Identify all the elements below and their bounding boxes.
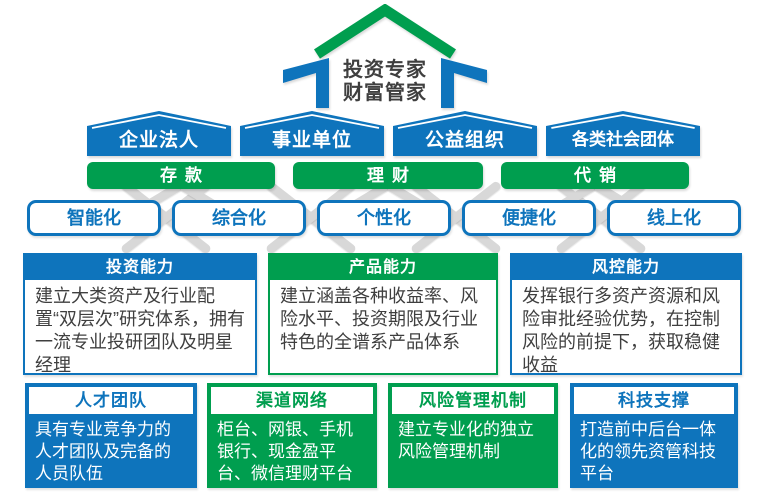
pillar-card: 渠道网络 柜台、网银、手机银行、现金盈平台、微信理财平台 [207,383,377,488]
service-bar: 存款 [87,162,275,189]
pillar-card: 风险管理机制 建立专业化的独立风险管理机制 [388,383,558,488]
pillar-header: 渠道网络 [211,387,373,414]
capability-header: 产品能力 [270,255,496,280]
capability-header: 投资能力 [25,255,255,280]
bracket-right-icon [441,58,487,108]
pillar-description: 柜台、网银、手机银行、现金盈平台、微信理财平台 [217,420,353,483]
pillar-header: 风险管理机制 [392,387,554,414]
feature-box: 线上化 [607,200,741,236]
capability-card: 产品能力 建立涵盖各种收益率、风险水平、投资期限及行业特色的全谱系产品体系 [268,253,498,375]
green-roof-icon [314,4,456,59]
pillar-card: 科技支撑 打造前中后台一体化的领先资管科技平台 [570,383,738,488]
customer-banner-label: 企业法人 [118,130,199,151]
apex-title-line1: 投资专家 [343,59,427,81]
customer-banner: 公益组织 [393,110,537,156]
capability-description: 建立涵盖各种收益率、风险水平、投资期限及行业特色的全谱系产品体系 [280,286,478,352]
house-pennant-icon [546,111,700,156]
customer-banner: 企业法人 [87,110,231,156]
feature-box: 智能化 [27,200,161,236]
house-pennant-icon [240,111,384,156]
bracket-left-icon [283,58,329,108]
pillar-card: 人才团队 具有专业竞争力的人才团队及完备的人员队伍 [25,383,197,488]
apex-title-line2: 财富管家 [343,82,427,104]
capability-header: 风控能力 [512,255,740,280]
capability-card: 投资能力 建立大类资产及行业配置“双层次”研究体系，拥有一流专业投研团队及明星经… [23,253,257,375]
capability-description: 建立大类资产及行业配置“双层次”研究体系，拥有一流专业投研团队及明星经理 [35,286,245,375]
customer-banner: 事业单位 [240,110,384,156]
apex-title: 投资专家 财富管家 [320,59,450,105]
house-pennant-icon [87,111,231,156]
customer-banner-label: 事业单位 [271,130,352,151]
customer-banner: 各类社会团体 [546,110,700,156]
capability-description: 发挥银行多资产资源和风险审批经验优势，在控制风险的前提下，获取稳健收益 [522,286,720,375]
pillar-description: 建立专业化的独立风险管理机制 [398,420,534,461]
customer-banner-label: 公益组织 [424,130,505,151]
pillar-header: 人才团队 [29,387,193,414]
feature-box: 综合化 [172,200,306,236]
capability-card: 风控能力 发挥银行多资产资源和风险审批经验优势，在控制风险的前提下，获取稳健收益 [510,253,742,375]
service-bar: 理财 [293,162,483,189]
house-pennant-icon [393,111,537,156]
customer-banner-label: 各类社会团体 [572,130,674,149]
pillar-description: 打造前中后台一体化的领先资管科技平台 [580,420,716,483]
feature-box: 便捷化 [462,200,596,236]
service-bar: 代销 [501,162,689,189]
pillar-description: 具有专业竞争力的人才团队及完备的人员队伍 [35,420,171,483]
pillar-header: 科技支撑 [574,387,734,414]
feature-box: 个性化 [317,200,451,236]
